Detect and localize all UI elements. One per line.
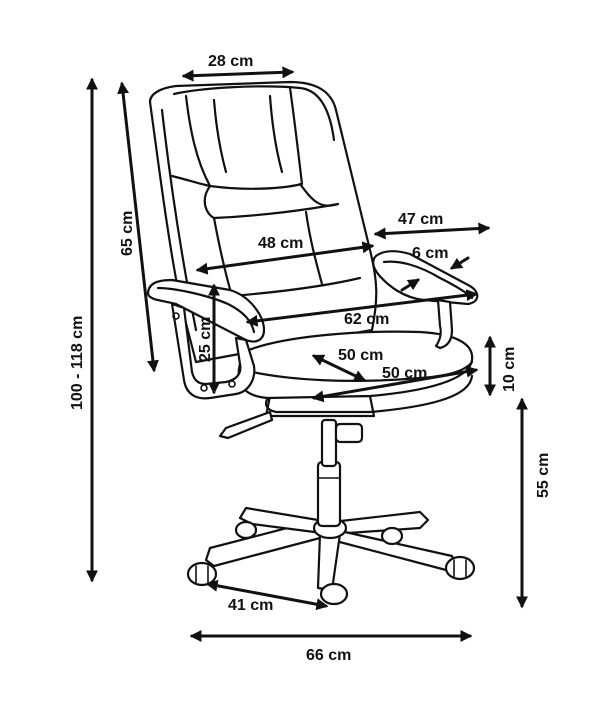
tilt-mechanism — [218, 394, 376, 444]
dim-line-48 — [195, 241, 375, 275]
label-total-height: 100 - 118 cm — [69, 316, 86, 410]
label-seat-depth: 50 cm — [338, 347, 383, 364]
dim-line-6a — [400, 278, 421, 292]
label-backrest-height: 65 cm — [119, 211, 136, 256]
label-backrest-top-width: 28 cm — [208, 53, 253, 70]
dimension-lines — [86, 66, 528, 642]
label-seat-height: 55 cm — [535, 453, 552, 498]
label-backrest-width: 48 cm — [258, 235, 303, 252]
label-seat-width: 50 cm — [382, 365, 427, 382]
dim-line-41 — [205, 579, 329, 611]
dim-line-50-width — [311, 365, 479, 403]
gas-lift — [316, 418, 342, 528]
dim-line-65 — [117, 81, 159, 373]
dim-line-47 — [373, 222, 491, 240]
label-armrest-width: 6 cm — [412, 245, 448, 262]
dim-line-6b — [449, 256, 470, 270]
label-armrest-height: 25 cm — [197, 317, 214, 362]
label-base-width: 66 cm — [306, 647, 351, 664]
left-armrest — [146, 278, 266, 400]
label-base-radius: 41 cm — [228, 597, 273, 614]
label-overall-width-arms: 62 cm — [344, 311, 389, 328]
label-seat-thickness: 10 cm — [501, 347, 518, 392]
dim-line-62 — [245, 289, 479, 327]
label-armrest-span: 47 cm — [398, 211, 443, 228]
dim-line-28 — [181, 66, 295, 82]
dimension-labels: 28 cm 65 cm 100 - 118 cm 48 cm 47 cm 6 c… — [69, 53, 552, 664]
